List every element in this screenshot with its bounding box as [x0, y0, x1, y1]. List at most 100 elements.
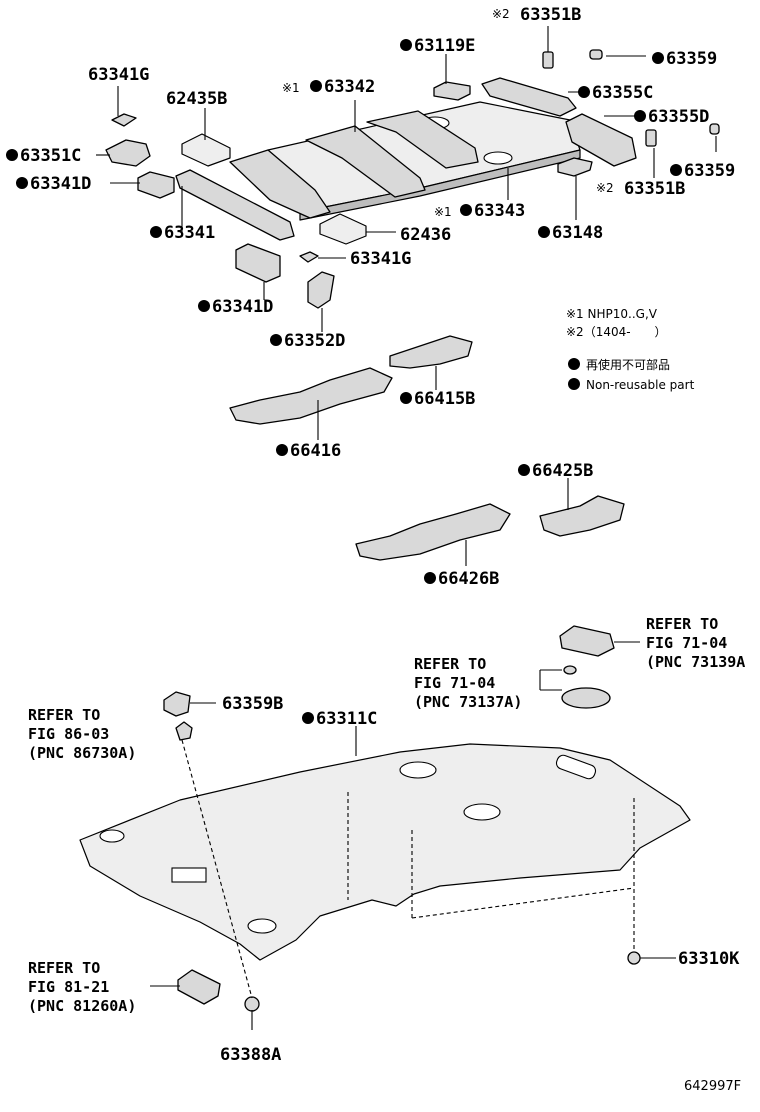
- part-label-63310K: 63310K: [678, 949, 740, 969]
- nonreusable-dot: [518, 464, 530, 476]
- block-63341D-left: [137, 171, 175, 199]
- clip-63310K: [627, 951, 641, 965]
- pad-63341G-top: [111, 113, 137, 127]
- pad-62435B: [181, 133, 231, 167]
- side-strip-63341: [175, 169, 295, 241]
- part-label-63355C: 63355C: [592, 83, 653, 103]
- strip-63355C: [481, 77, 577, 117]
- clip-63388A: [244, 996, 260, 1012]
- part-label-63342: 63342: [324, 77, 375, 97]
- ref-81260-line3: (PNC 81260A): [28, 997, 136, 1015]
- part-label-63351C: 63351C: [20, 146, 81, 166]
- part-label-66416: 66416: [290, 441, 341, 461]
- nonreusable-dot: [460, 204, 472, 216]
- part-label-63388A: 63388A: [220, 1045, 281, 1065]
- marker-note2-right: ※2: [596, 181, 614, 195]
- part-label-63341G-mid: 63341G: [350, 249, 411, 269]
- ref-86730-line2: FIG 86-03: [28, 725, 109, 743]
- nonreusable-dot: [302, 712, 314, 724]
- ref-86730-line3: (PNC 86730A): [28, 744, 136, 762]
- clip-63351B-top: [542, 51, 554, 69]
- ref-73139-line2: FIG 71-04: [646, 634, 727, 652]
- marker-note1-63342: ※1: [282, 81, 300, 95]
- part-label-63351B-top: 63351B: [520, 5, 581, 25]
- pad-63148: [557, 157, 593, 177]
- part-label-63341D-mid: 63341D: [212, 297, 273, 317]
- ref-81260-line1: REFER TO: [28, 959, 100, 977]
- part-label-63359B: 63359B: [222, 694, 283, 714]
- ref-73139-line1: REFER TO: [646, 615, 718, 633]
- part-label-63311C: 63311C: [316, 709, 377, 729]
- nonreusable-dot: [198, 300, 210, 312]
- marker-note2-top: ※2: [492, 7, 510, 21]
- figure-id: 642997F: [684, 1079, 741, 1094]
- legend-note1: ※1 NHP10..G,V: [566, 307, 658, 321]
- ref-86730-line1: REFER TO: [28, 706, 100, 724]
- roof-silencer-pad: [229, 101, 581, 221]
- part-label-66415B: 66415B: [414, 389, 475, 409]
- legend-dot: [568, 378, 580, 390]
- ref-81260-line2: FIG 81-21: [28, 978, 109, 996]
- leader-lines: [96, 26, 717, 1030]
- duct-66415B: [389, 335, 473, 369]
- lamp-cover-73137A: [563, 665, 577, 675]
- clip-63351B-right: [645, 129, 657, 147]
- part-label-63341D-left: 63341D: [30, 174, 91, 194]
- clip-63359B: [163, 691, 191, 717]
- duct-66425B: [539, 495, 625, 537]
- duct-66416: [229, 367, 393, 425]
- nonreusable-dot: [538, 226, 550, 238]
- nonreusable-dot: [400, 39, 412, 51]
- part-label-63148: 63148: [552, 223, 603, 243]
- part-label-63355D: 63355D: [648, 107, 709, 127]
- lamp-73137A: [561, 687, 611, 709]
- harness-clip-81260A: [177, 969, 221, 1005]
- pad-63119E: [433, 81, 471, 101]
- nonreusable-dot: [276, 444, 288, 456]
- nonreusable-dot: [16, 177, 28, 189]
- nonreusable-dot: [6, 149, 18, 161]
- part-label-66425B: 66425B: [532, 461, 593, 481]
- headliner-63311C: [79, 743, 691, 961]
- clip-63351C: [105, 139, 151, 167]
- nonreusable-dot: [578, 86, 590, 98]
- part-label-63119E: 63119E: [414, 36, 475, 56]
- legend-nonreusable-jp: 再使用不可部品: [586, 357, 670, 372]
- nonreusable-dot: [400, 392, 412, 404]
- marker-note1-63343: ※1: [434, 205, 452, 219]
- nonreusable-dot: [424, 572, 436, 584]
- part-label-63359-top: 63359: [666, 49, 717, 69]
- nonreusable-dot: [150, 226, 162, 238]
- nonreusable-dot: [652, 52, 664, 64]
- duct-66426B: [355, 503, 511, 561]
- nonreusable-dot: [270, 334, 282, 346]
- part-label-66426B: 66426B: [438, 569, 499, 589]
- part-label-63341: 63341: [164, 223, 215, 243]
- part-label-62436: 62436: [400, 225, 451, 245]
- ref-73137-line2: FIG 71-04: [414, 674, 495, 692]
- nonreusable-dot: [634, 110, 646, 122]
- bracket-63352D: [307, 271, 335, 309]
- strip-63355D: [565, 113, 637, 167]
- part-label-63343: 63343: [474, 201, 525, 221]
- part-label-63351B-right: 63351B: [624, 179, 685, 199]
- legend-note2: ※2（1404- ）: [566, 325, 667, 339]
- lamp-73139A: [559, 625, 615, 657]
- part-label-63341G-top: 63341G: [88, 65, 149, 85]
- clip-63359-top: [589, 49, 603, 60]
- pad-63341G-mid: [299, 251, 319, 263]
- part-label-63359-right: 63359: [684, 161, 735, 181]
- part-label-62435B: 62435B: [166, 89, 227, 109]
- part-label-63352D: 63352D: [284, 331, 345, 351]
- nonreusable-dot: [310, 80, 322, 92]
- pad-62436: [319, 213, 367, 245]
- legend-nonreusable-en: Non-reusable part: [586, 378, 695, 392]
- ref-73137-line3: (PNC 73137A): [414, 693, 522, 711]
- ref-73137-line1: REFER TO: [414, 655, 486, 673]
- clip-86730A: [175, 721, 193, 741]
- nonreusable-dot: [670, 164, 682, 176]
- ref-73139-line3: (PNC 73139A: [646, 653, 745, 671]
- block-63341D-mid: [235, 243, 281, 283]
- legend-dot: [568, 358, 580, 370]
